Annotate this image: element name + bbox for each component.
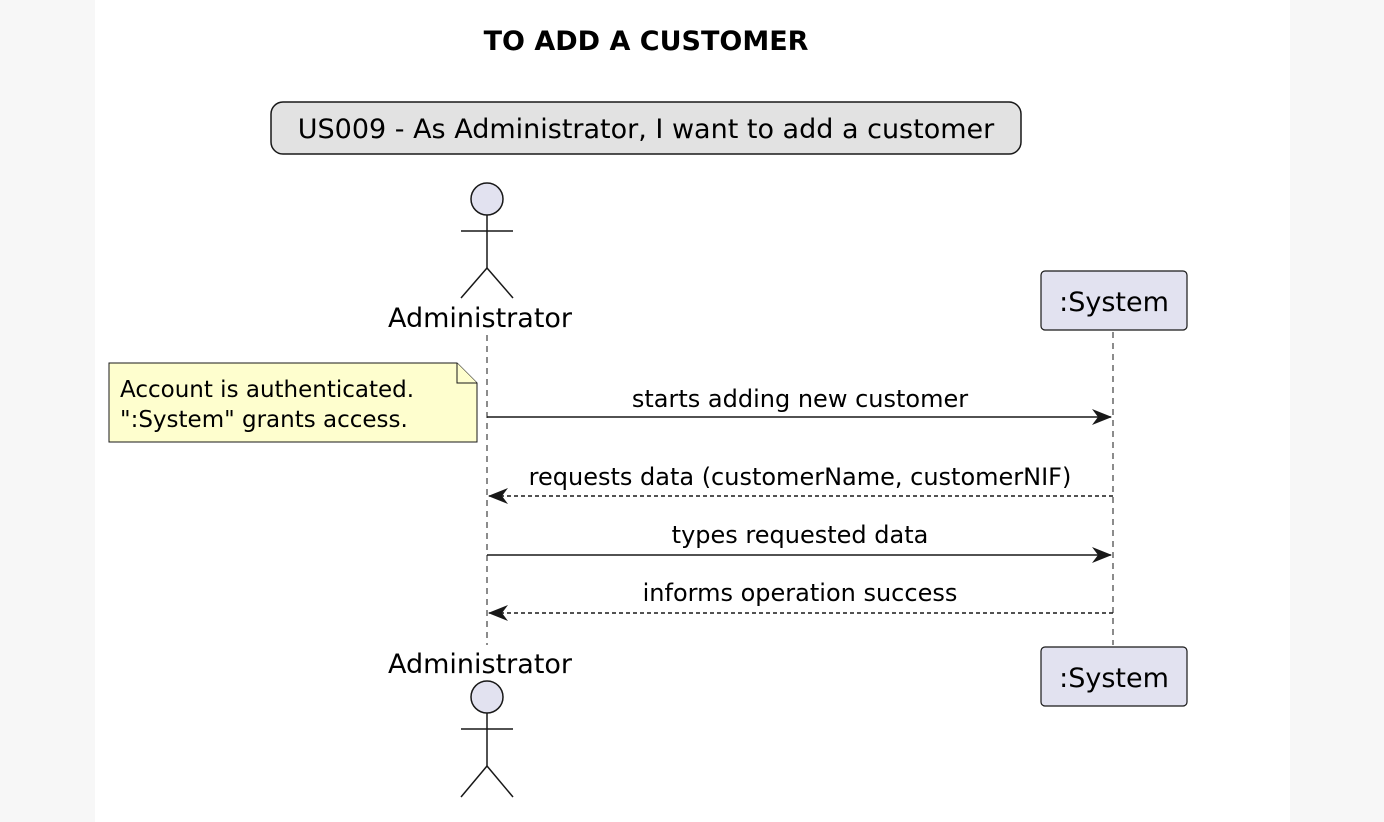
message-3: types requested data xyxy=(487,521,1112,563)
message-4: informs operation success xyxy=(488,579,1113,621)
note-line-2: ":System" grants access. xyxy=(120,407,408,433)
administrator-actor-top: Administrator xyxy=(388,182,573,334)
use-case-label: US009 - As Administrator, I want to add … xyxy=(298,114,995,145)
stick-figure-icon xyxy=(460,680,514,798)
authentication-note: Account is authenticated. ":System" gran… xyxy=(108,362,478,443)
message-1: starts adding new customer xyxy=(487,385,1112,425)
use-case-box: US009 - As Administrator, I want to add … xyxy=(270,101,1022,155)
message-2: requests data (customerName, customerNIF… xyxy=(488,463,1113,504)
administrator-label-top: Administrator xyxy=(388,303,573,334)
message-1-label: starts adding new customer xyxy=(632,385,968,413)
diagram-title: TO ADD A CUSTOMER xyxy=(484,26,809,57)
message-2-label: requests data (customerName, customerNIF… xyxy=(529,463,1072,491)
message-3-label: types requested data xyxy=(672,521,929,549)
administrator-actor-bottom: Administrator xyxy=(388,649,573,798)
system-label-bottom: :System xyxy=(1059,663,1169,694)
stick-figure-icon xyxy=(460,182,514,299)
system-participant-top: :System xyxy=(1040,270,1188,331)
system-label-top: :System xyxy=(1059,287,1169,318)
message-4-label: informs operation success xyxy=(643,579,958,607)
administrator-label-bottom: Administrator xyxy=(388,649,573,680)
system-participant-bottom: :System xyxy=(1040,646,1188,707)
note-line-1: Account is authenticated. xyxy=(120,377,414,403)
